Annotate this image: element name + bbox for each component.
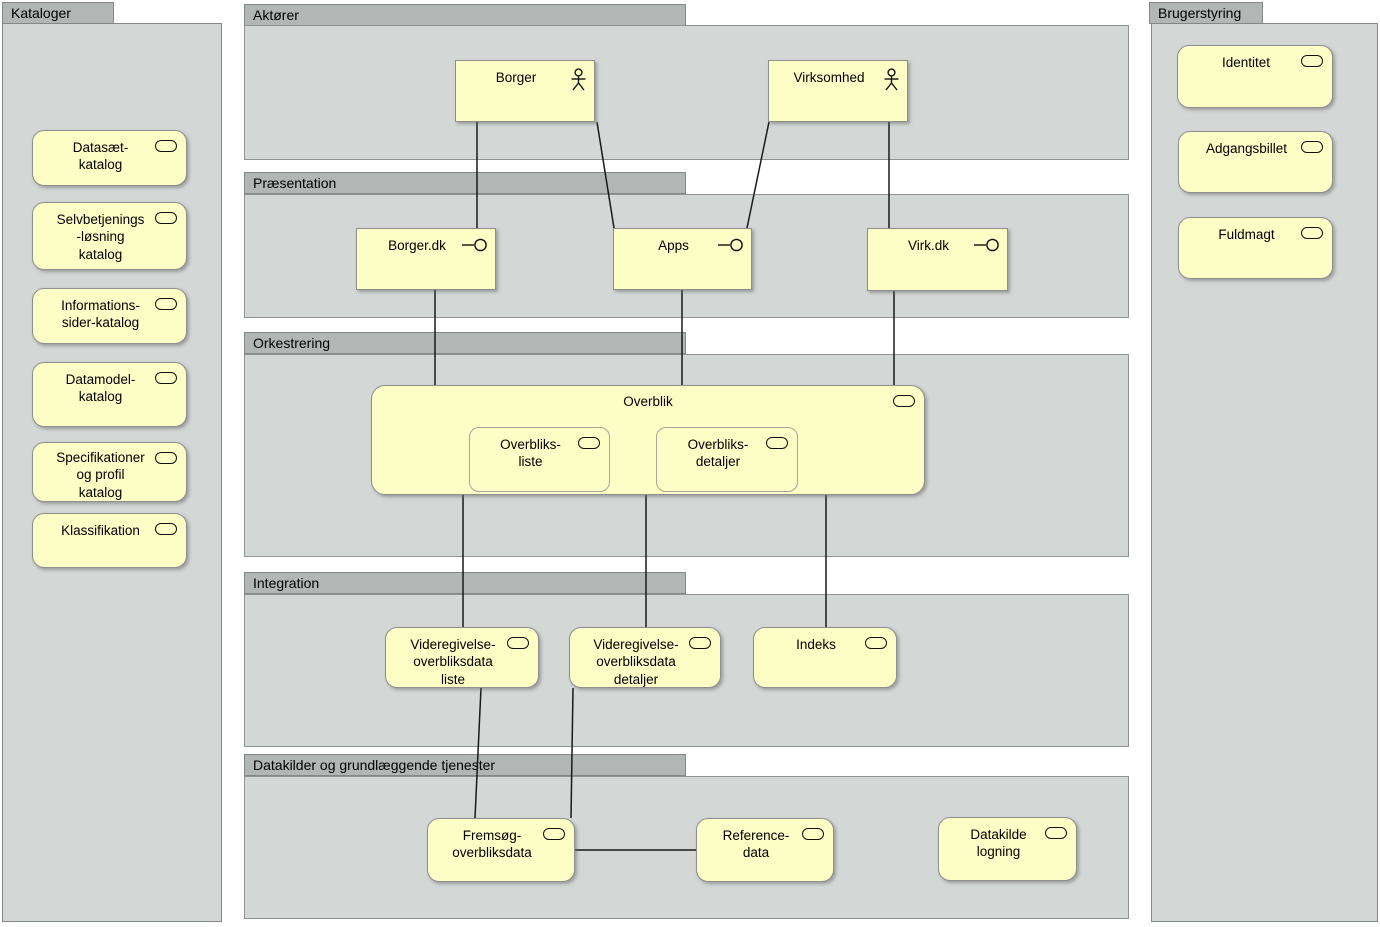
actor-icon <box>884 68 899 91</box>
service-pill-icon <box>689 637 711 649</box>
node-datasaet-katalog[interactable]: Datasæt- katalog <box>32 130 187 186</box>
service-pill-icon <box>1045 827 1067 839</box>
service-pill-icon <box>155 452 177 464</box>
service-pill-icon <box>155 372 177 384</box>
service-pill-icon <box>1301 141 1323 153</box>
node-apps[interactable]: Apps <box>613 228 752 290</box>
node-fuldmagt[interactable]: Fuldmagt <box>1178 217 1333 279</box>
node-label: Virk.dk <box>907 238 949 253</box>
node-label: Overbliks- detaljer <box>687 437 749 470</box>
service-pill-icon <box>802 828 824 840</box>
band-header-aktoerer: Aktører <box>244 4 686 26</box>
node-borgerdk[interactable]: Borger.dk <box>356 228 496 290</box>
node-label: Identitet <box>1221 55 1271 70</box>
node-label: Informations- sider-katalog <box>61 298 140 331</box>
node-label: Datakilde logning <box>970 827 1027 860</box>
service-pill-icon <box>155 140 177 152</box>
band-header-praesentation: Præsentation <box>244 172 686 194</box>
service-pill-icon <box>507 637 529 649</box>
node-label: Overbliks- liste <box>500 437 561 470</box>
node-label: Specifikationer og profil katalog <box>56 450 145 500</box>
node-label: Selvbetjenings -løsning katalog <box>56 212 145 262</box>
node-referencedata[interactable]: Reference- data <box>696 818 834 882</box>
node-selvbetjenings-loesning-katalog[interactable]: Selvbetjenings -løsning katalog <box>32 202 187 270</box>
group-tab-kataloger: Kataloger <box>2 2 114 24</box>
node-virksomhed[interactable]: Virksomhed <box>768 60 908 122</box>
node-label: Videregivelse- overbliksdata liste <box>410 637 496 687</box>
node-videregivelsedetaljer[interactable]: Videregivelse- overbliksdata detaljer <box>569 627 721 688</box>
node-label: Datamodel- katalog <box>65 372 136 405</box>
node-overblik[interactable]: Overblik <box>371 385 925 495</box>
node-label: Fremsøg- overbliksdata <box>452 828 532 861</box>
band-header-integration: Integration <box>244 572 686 594</box>
service-pill-icon <box>155 523 177 535</box>
node-label: Overblik <box>623 394 673 409</box>
node-label: Videregivelse- overbliksdata detaljer <box>593 637 679 687</box>
node-label: Borger.dk <box>388 238 446 253</box>
band-header-orkestrering: Orkestrering <box>244 332 686 354</box>
node-klassifikation[interactable]: Klassifikation <box>32 513 187 568</box>
node-label: Adgangsbillet <box>1205 141 1288 156</box>
node-specifikationer-og-profil-katalog[interactable]: Specifikationer og profil katalog <box>32 442 187 502</box>
node-label: Fuldmagt <box>1218 227 1275 242</box>
node-borger[interactable]: Borger <box>455 60 595 122</box>
node-label: Apps <box>658 238 689 253</box>
service-pill-icon <box>155 298 177 310</box>
band-header-datakilder: Datakilder og grundlæggende tjenester <box>244 754 686 776</box>
service-pill-icon <box>543 828 565 840</box>
band-body-aktoerer <box>244 25 1129 160</box>
node-videregivelseliste[interactable]: Videregivelse- overbliksdata liste <box>385 627 539 688</box>
node-datakilde-logning[interactable]: Datakilde logning <box>938 817 1077 881</box>
service-pill-icon <box>893 395 915 407</box>
service-pill-icon <box>1301 227 1323 239</box>
interface-lollipop-icon <box>974 238 999 252</box>
service-pill-icon <box>155 212 177 224</box>
interface-lollipop-icon <box>462 238 487 252</box>
node-label: Borger <box>495 70 537 85</box>
node-label: Reference- data <box>722 828 790 861</box>
interface-lollipop-icon <box>718 238 743 252</box>
node-label: Klassifikation <box>61 523 140 538</box>
service-pill-icon <box>1301 55 1323 67</box>
node-adgangsbillet[interactable]: Adgangsbillet <box>1178 131 1333 193</box>
node-label: Datasæt- katalog <box>72 140 129 173</box>
node-fremsoeg-overbliksdata[interactable]: Fremsøg- overbliksdata <box>427 818 575 882</box>
service-pill-icon <box>865 637 887 649</box>
node-informations-sider-katalog[interactable]: Informations- sider-katalog <box>32 288 187 344</box>
node-overbliksdetaljer[interactable]: Overbliks- detaljer <box>656 427 798 492</box>
node-virkdk[interactable]: Virk.dk <box>867 228 1008 291</box>
node-label: Indeks <box>796 637 836 652</box>
group-tab-brugerstyring: Brugerstyring <box>1149 2 1263 24</box>
node-label: Virksomhed <box>793 70 865 85</box>
service-pill-icon <box>766 437 788 449</box>
service-pill-icon <box>578 437 600 449</box>
actor-icon <box>571 68 586 91</box>
node-indeks[interactable]: Indeks <box>753 627 897 688</box>
node-identitet[interactable]: Identitet <box>1177 45 1333 108</box>
node-overbliksliste[interactable]: Overbliks- liste <box>469 427 610 492</box>
node-datamodel-katalog[interactable]: Datamodel- katalog <box>32 362 187 427</box>
